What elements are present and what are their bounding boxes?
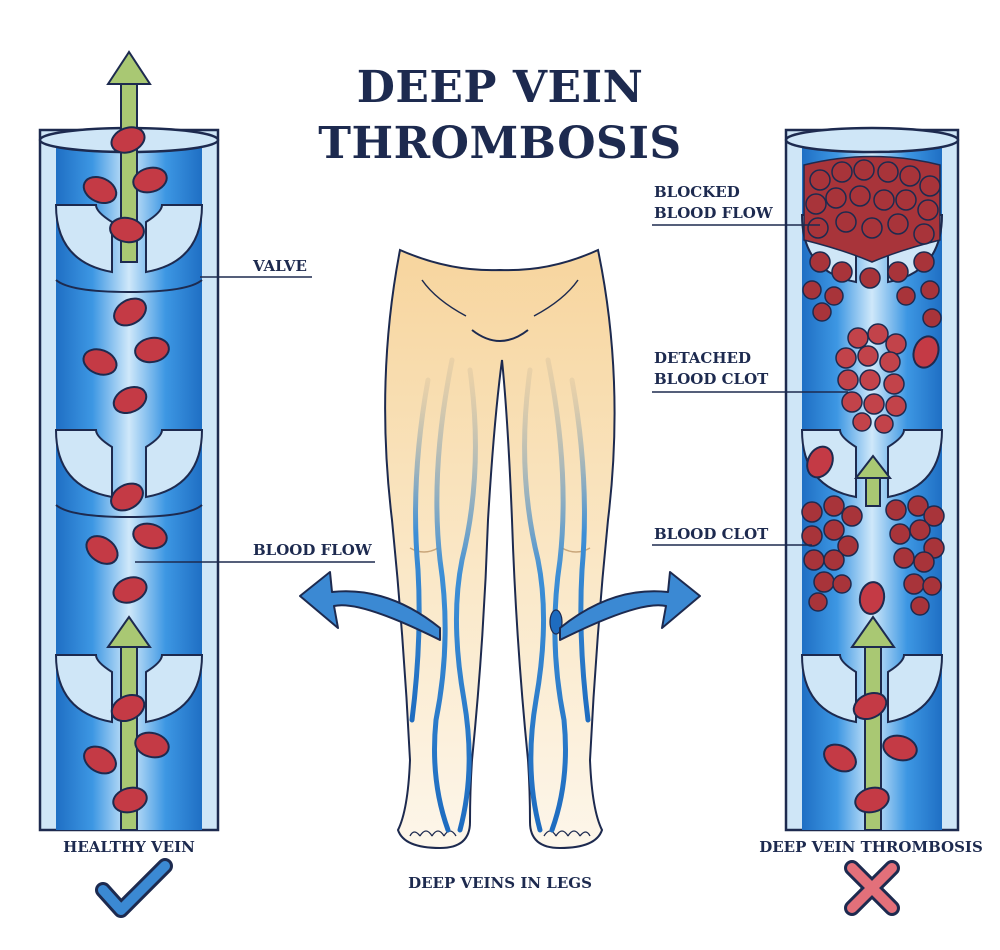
right-pointer-arrow	[559, 571, 701, 641]
groin-line	[471, 329, 529, 342]
legs-illustration	[384, 248, 616, 850]
dvt-flow-arrow-middle	[853, 454, 893, 507]
dvt-flow-arrow-bottom	[850, 615, 896, 831]
healthy-valve-middle	[54, 429, 204, 519]
title-line-2: THROMBOSIS	[318, 118, 682, 169]
healthy-valve-bottom	[54, 654, 204, 724]
healthy-red-blood-cells	[82, 126, 170, 814]
blocked-label-line-2: BLOOD FLOW	[654, 204, 773, 222]
dvt-vein	[652, 126, 960, 832]
blood-clot-label: BLOOD CLOT	[654, 525, 769, 543]
blocked-clot	[802, 155, 942, 328]
healthy-vein-caption: HEALTHY VEIN	[63, 838, 195, 856]
dvt-caption: DEEP VEIN THROMBOSIS	[759, 838, 983, 856]
checkmark-icon	[98, 861, 170, 915]
title-line-1: DEEP VEIN	[356, 62, 644, 113]
left-pointer-arrow	[299, 571, 441, 641]
wall-clot	[801, 495, 945, 616]
deep-veins	[409, 357, 591, 833]
healthy-valve-top	[54, 204, 204, 294]
legs-skin	[384, 248, 616, 850]
cross-icon	[844, 860, 900, 916]
detached-clot	[835, 323, 907, 434]
valve-label: VALVE	[253, 257, 307, 275]
blood-flow-label: BLOOD FLOW	[253, 541, 372, 559]
detached-label-line-2: BLOOD CLOT	[654, 370, 769, 388]
blocked-label-line-1: BLOCKED	[654, 183, 740, 201]
dvt-red-blood-cells	[806, 335, 940, 814]
deep-veins-caption: DEEP VEINS IN LEGS	[408, 874, 592, 892]
detached-label-line-1: DETACHED	[654, 349, 751, 367]
healthy-vein	[38, 50, 375, 832]
